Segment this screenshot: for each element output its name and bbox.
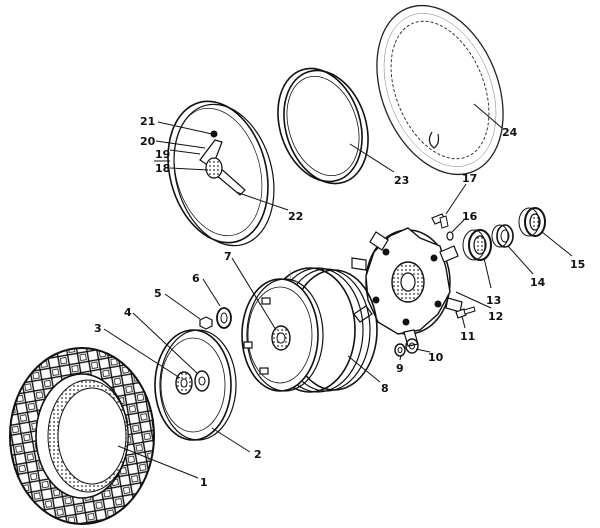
brake-drum bbox=[155, 330, 236, 440]
callout-6: 6 bbox=[192, 272, 200, 285]
callout-15: 15 bbox=[570, 258, 585, 271]
callout-4: 4 bbox=[124, 306, 132, 319]
callout-5: 5 bbox=[154, 287, 162, 300]
callout-24: 24 bbox=[502, 126, 518, 139]
rim-band bbox=[264, 57, 382, 194]
callout-13: 13 bbox=[486, 294, 501, 307]
drum-inner-bearing bbox=[176, 372, 192, 394]
lock-washer bbox=[447, 232, 453, 240]
callout-20: 20 bbox=[140, 135, 156, 148]
callout-21: 21 bbox=[140, 115, 155, 128]
callout-12: 12 bbox=[488, 310, 503, 323]
wheel-nut bbox=[406, 339, 418, 353]
hub-bolt bbox=[432, 214, 448, 228]
tire bbox=[10, 348, 154, 524]
callout-16: 16 bbox=[462, 210, 478, 223]
outer-bearing bbox=[519, 208, 545, 236]
callout-11: 11 bbox=[460, 330, 475, 343]
callout-7: 7 bbox=[224, 250, 232, 263]
brake-backing-plate bbox=[153, 90, 289, 257]
callout-17: 17 bbox=[462, 172, 477, 185]
callout-labels: 1 2 3 4 5 6 7 8 9 10 11 12 13 14 15 16 1… bbox=[94, 115, 585, 489]
callout-2: 2 bbox=[254, 448, 262, 461]
callout-9: 9 bbox=[396, 362, 404, 375]
callout-8: 8 bbox=[381, 382, 389, 395]
callout-18: 18 bbox=[155, 162, 170, 175]
bearing-spacer bbox=[492, 225, 513, 247]
inner-tube bbox=[353, 0, 526, 193]
hub-cap-ring bbox=[217, 308, 231, 328]
drum-outer-bearing bbox=[195, 371, 209, 391]
callout-19: 19 bbox=[155, 148, 170, 161]
callout-1: 1 bbox=[200, 476, 208, 489]
rim-inner-half bbox=[242, 279, 323, 391]
inner-bearing bbox=[463, 230, 491, 260]
callout-23: 23 bbox=[394, 174, 409, 187]
callout-3: 3 bbox=[94, 322, 102, 335]
nut-washer bbox=[395, 344, 405, 356]
wheel-stud bbox=[456, 307, 475, 318]
wheel-hub bbox=[352, 228, 462, 346]
callout-14: 14 bbox=[530, 276, 546, 289]
axle-nut bbox=[200, 317, 212, 329]
callout-22: 22 bbox=[288, 210, 303, 223]
callout-10: 10 bbox=[428, 351, 444, 364]
leader-lines bbox=[103, 103, 573, 479]
